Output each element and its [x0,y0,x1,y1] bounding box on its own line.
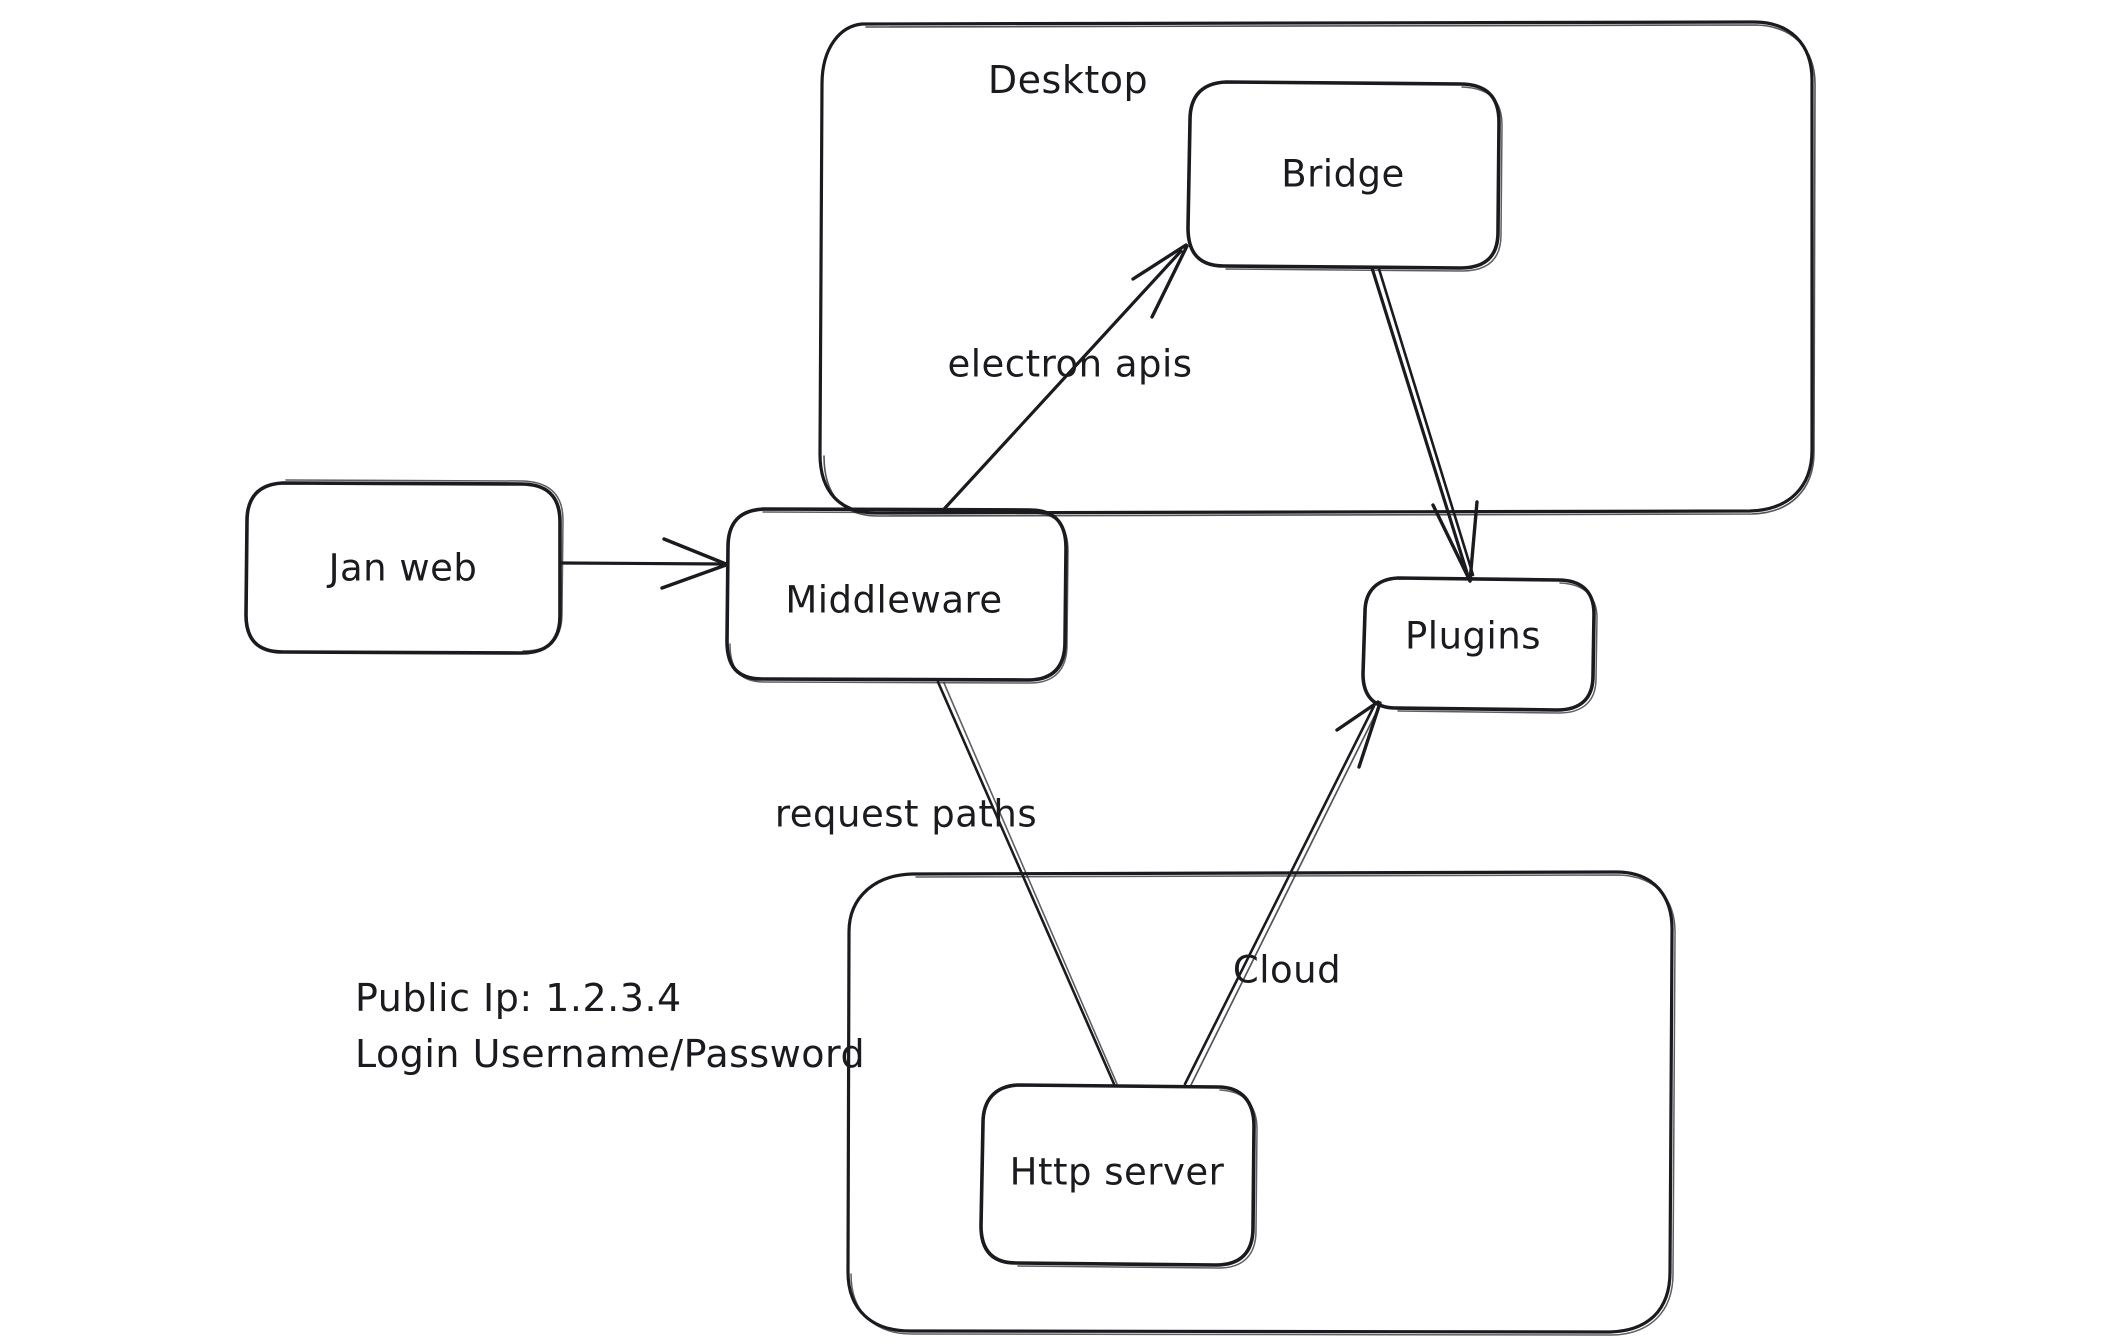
edge-label-request-paths: request paths [774,792,1038,836]
node-plugins[interactable] [1361,576,1598,714]
edge-label-cloud: Cloud [1232,948,1342,992]
edge-middleware-to-bridge[interactable] [943,243,1189,510]
edge-bridge-to-plugins[interactable] [1370,266,1479,583]
node-http-server[interactable] [979,1083,1258,1269]
group-label-desktop: Desktop [987,57,1149,102]
node-middleware[interactable] [725,507,1069,684]
group-cloud[interactable] [846,870,1676,1336]
group-desktop[interactable] [818,20,1816,517]
node-bridge[interactable] [1186,80,1503,272]
edge-label-electron-apis: electron apis [947,342,1193,386]
note-login-credentials: Login Username/Password [355,1032,866,1076]
edge-middleware-to-httpserver[interactable] [936,680,1118,1086]
node-label-middleware: Middleware [785,578,1003,622]
edge-janweb-to-middleware[interactable] [559,537,728,590]
note-public-ip: Public Ip: 1.2.3.4 [355,976,682,1020]
node-label-jan-web: Jan web [328,546,478,590]
node-label-plugins: Plugins [1404,614,1542,658]
node-label-bridge: Bridge [1281,152,1405,196]
node-label-http-server: Http server [1009,1150,1225,1194]
node-jan-web[interactable] [244,479,564,655]
edge-httpserver-to-plugins[interactable] [1183,700,1382,1086]
